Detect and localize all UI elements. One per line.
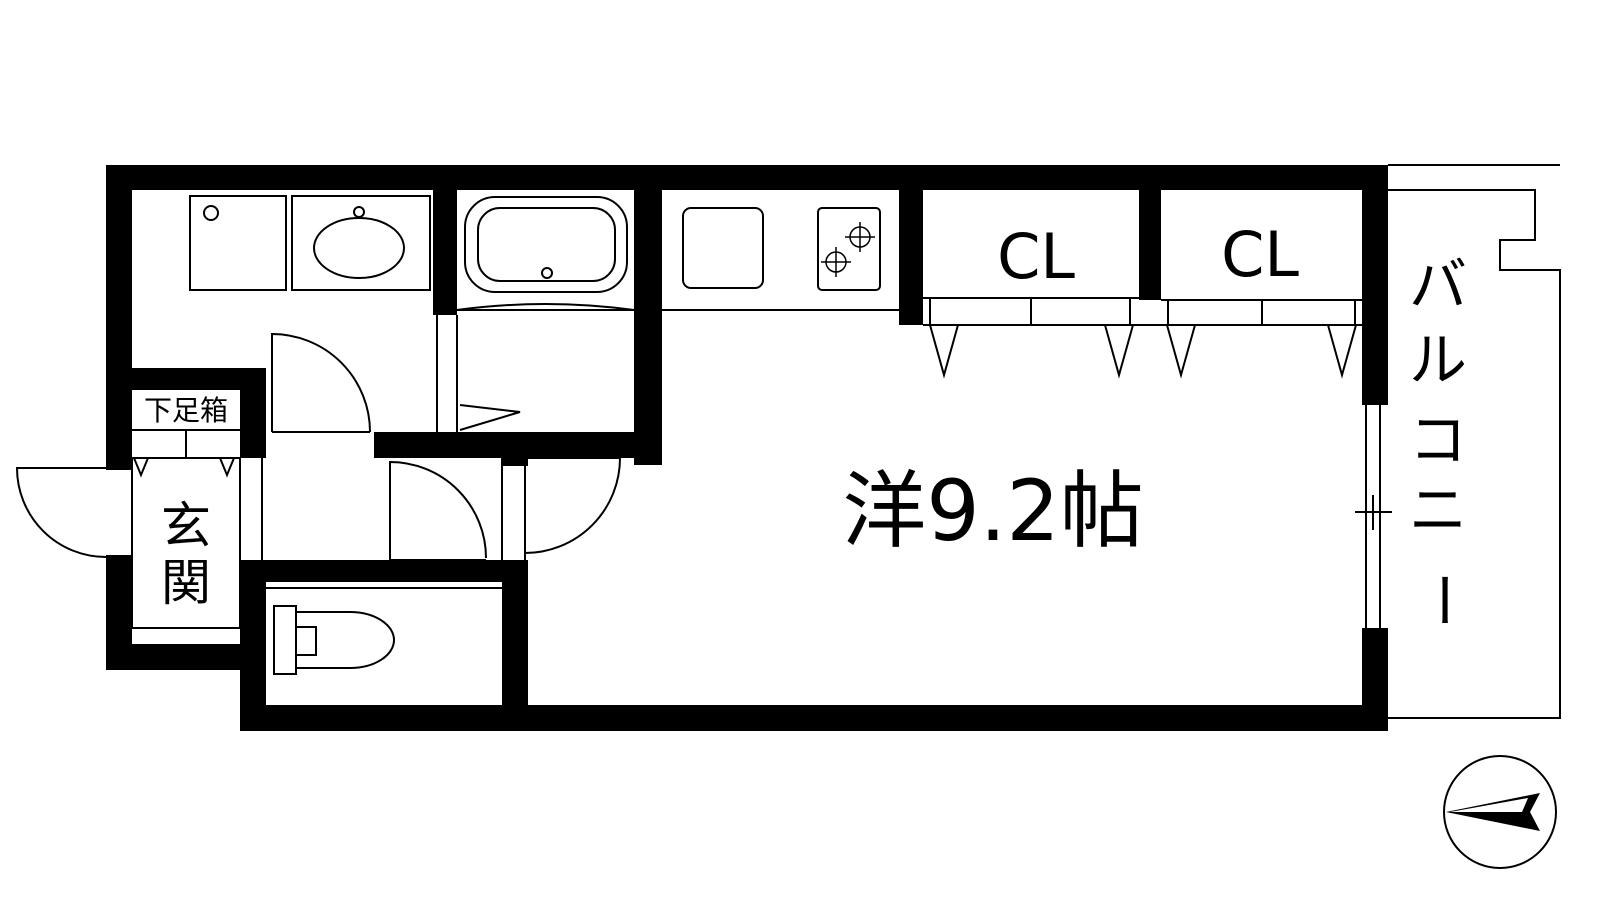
washing-machine-icon	[189, 195, 287, 291]
washbasin-icon	[291, 195, 431, 291]
compass-north-arrow-icon	[1443, 755, 1557, 869]
toilet-icon	[273, 605, 395, 675]
wall-top	[106, 165, 1388, 190]
wall-wash-bottom	[106, 368, 266, 390]
wall-bath-bottom	[374, 432, 662, 458]
entrance-label-1: 玄	[161, 497, 211, 555]
wall-hall-lower	[240, 560, 390, 582]
shoe-cabinet-label: 下足箱	[144, 394, 228, 427]
balcony-window	[1355, 405, 1392, 628]
wall-entrance-bottom	[106, 644, 266, 670]
hallway	[261, 457, 622, 561]
closet-label-1: CL	[997, 220, 1075, 293]
wall-left-upper	[106, 165, 132, 470]
sink-icon	[682, 207, 764, 289]
closet-label-2: CL	[1221, 218, 1299, 291]
room-label-western: 洋9.2帖	[842, 462, 1144, 560]
balcony-char-4: ニ	[1409, 476, 1467, 544]
bathtub-icon	[464, 196, 628, 293]
room-door	[524, 457, 622, 554]
wall-entrance-right	[240, 575, 260, 635]
toilet-door	[389, 460, 487, 560]
wall-wash-bath-divider	[433, 165, 457, 315]
balcony-char-1: バ	[1409, 251, 1467, 319]
entrance-door	[15, 467, 107, 558]
wall-closet-mid	[1139, 165, 1161, 300]
toilet-room	[266, 587, 502, 675]
wall-toilet-right	[502, 560, 528, 731]
gas-stove-icon	[817, 207, 881, 291]
kitchen	[662, 207, 899, 311]
washroom	[189, 195, 458, 433]
wall-wash-stub	[240, 368, 266, 458]
wall-bottom	[240, 705, 1388, 731]
entrance	[15, 429, 241, 629]
balcony-label: バ ル コ ニ ー	[1409, 251, 1477, 629]
wall-closet-left	[899, 165, 923, 325]
balcony-char-2: ル	[1409, 326, 1467, 394]
wall-hall-stub	[502, 458, 528, 466]
entrance-label-2: 関	[161, 554, 211, 612]
balcony	[1388, 164, 1561, 719]
wall-right-upper	[1362, 165, 1388, 405]
wall-toilet-top	[388, 560, 508, 582]
walls	[106, 165, 1388, 731]
balcony-char-3: コ	[1409, 406, 1467, 474]
bathroom	[456, 196, 635, 431]
wall-bath-kitchen-divider	[634, 165, 662, 465]
closets	[923, 297, 1362, 379]
bath-door	[459, 404, 521, 431]
balcony-char-5: ー	[1409, 571, 1477, 629]
washroom-door	[271, 332, 371, 433]
